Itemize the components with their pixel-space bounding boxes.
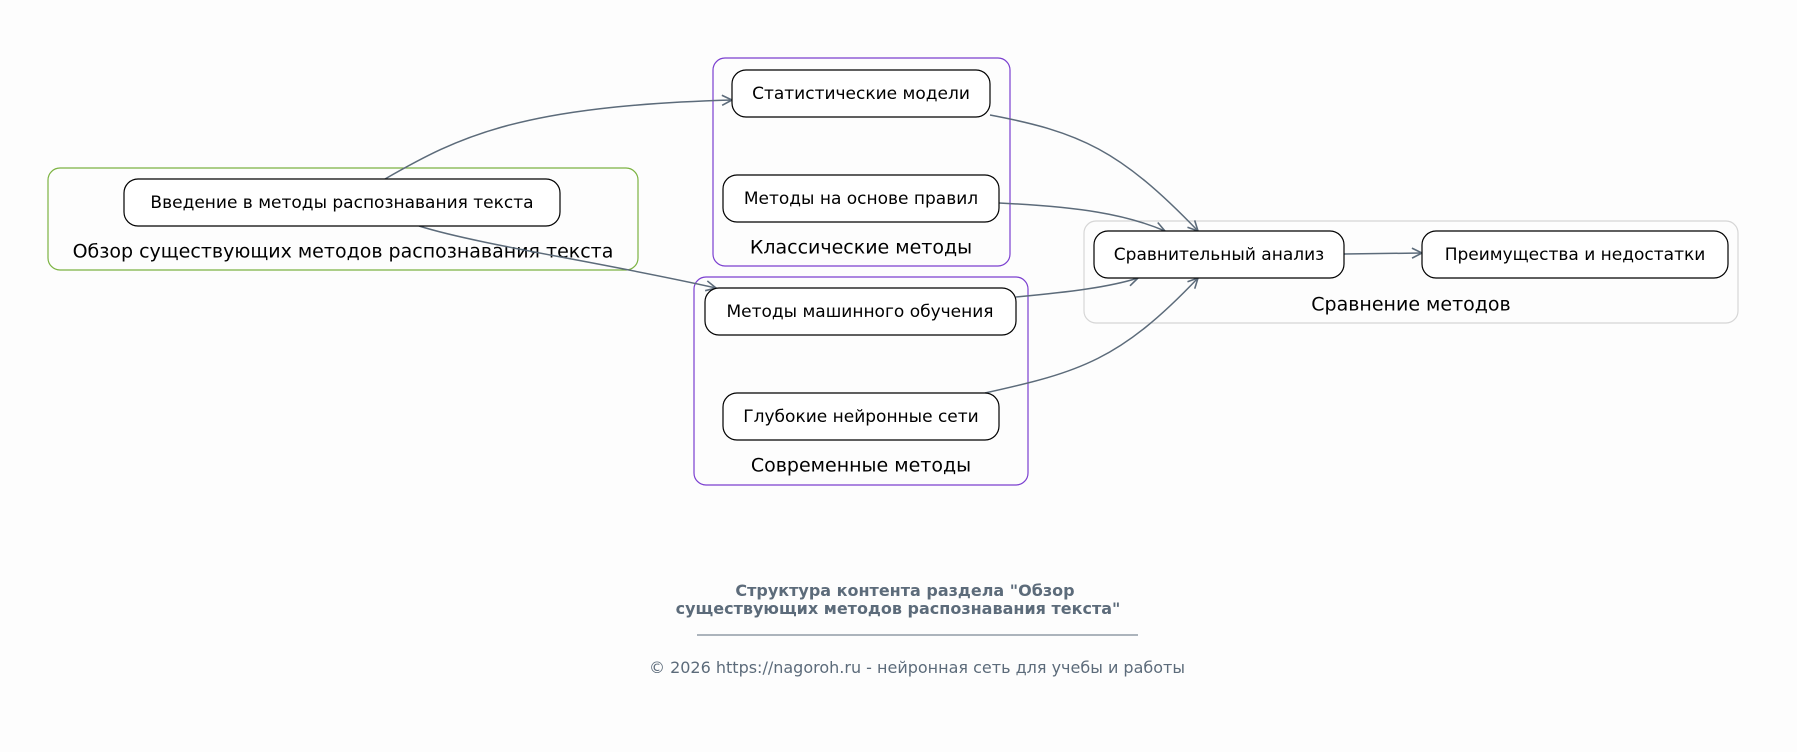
node-ml[interactable]: Методы машинного обучения [704,287,1017,336]
cluster-overview-label: Обзор существующих методов распознавания… [73,241,614,263]
node-analysis[interactable]: Сравнительный анализ [1093,230,1345,279]
cluster-compare-label: Сравнение методов [1311,294,1510,316]
node-stat[interactable]: Статистические модели [731,69,991,118]
node-analysis-label: Сравнительный анализ [1114,245,1324,265]
cluster-compare: Сравнение методов [1083,220,1739,324]
cluster-overview: Обзор существующих методов распознавания… [47,167,639,271]
edge-intro-stat [384,100,732,180]
edge-stat-analysis [989,114,1198,231]
node-ml-label: Методы машинного обучения [726,302,993,322]
node-intro[interactable]: Введение в методы распознавания текста [123,178,561,227]
node-deep-label: Глубокие нейронные сети [743,407,978,427]
node-pros-label: Преимущества и недостатки [1445,245,1706,265]
node-deep[interactable]: Глубокие нейронные сети [722,392,1000,441]
node-stat-label: Статистические модели [752,84,970,104]
caption-title-line1: Структура контента раздела "Обзор [735,581,1074,600]
cluster-classic: Классические методы [712,57,1011,267]
node-rules-label: Методы на основе правил [744,189,978,209]
edge-deep-analysis [984,278,1198,394]
cluster-classic-label: Классические методы [750,237,972,259]
cluster-modern-label: Современные методы [751,455,971,477]
caption-footer: © 2026 https://nagoroh.ru - нейронная се… [649,658,1185,677]
caption-title-line2: существующих методов распознавания текст… [676,599,1121,618]
edge-rules-analysis [998,202,1165,231]
edge-analysis-pros [1343,253,1422,254]
node-intro-label: Введение в методы распознавания текста [150,193,533,213]
edge-intro-ml [418,225,716,288]
node-pros[interactable]: Преимущества и недостатки [1421,230,1729,279]
edge-ml-analysis [1015,278,1138,298]
node-rules[interactable]: Методы на основе правил [722,174,1000,223]
cluster-modern: Современные методы [693,276,1029,486]
